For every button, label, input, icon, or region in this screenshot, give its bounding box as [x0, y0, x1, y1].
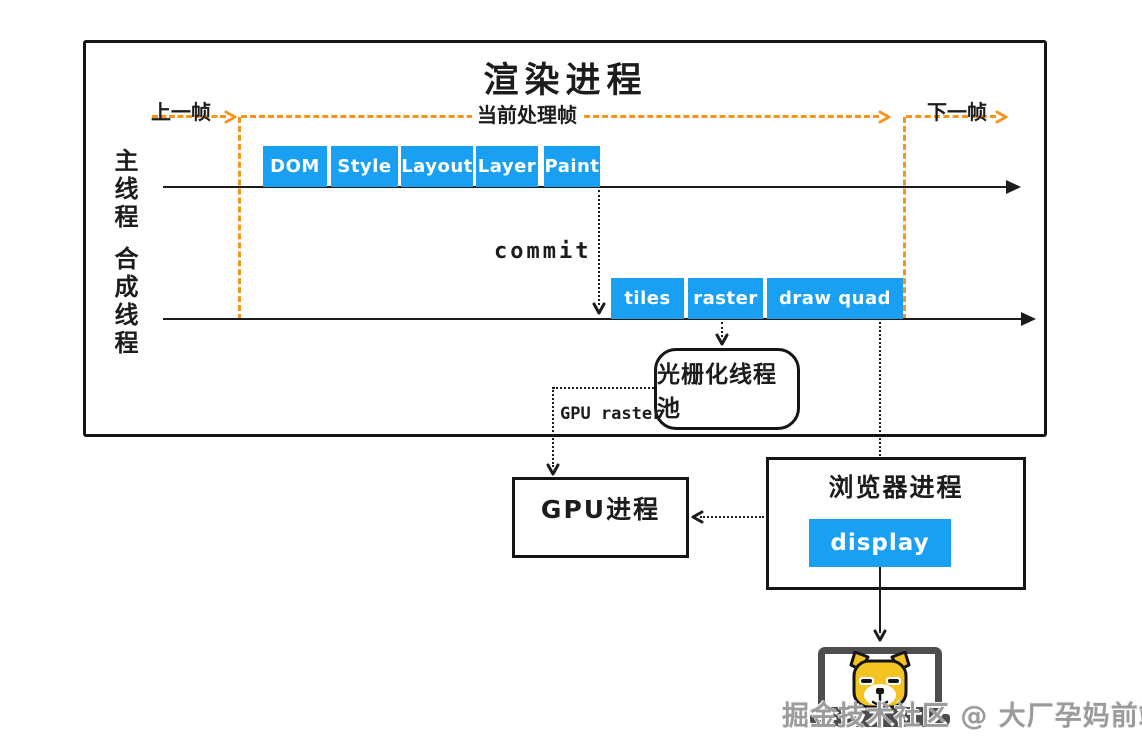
stage-dom: DOM: [263, 146, 327, 187]
prev-frame-dashed-line: [152, 115, 226, 118]
current-frame-label: 当前处理帧: [472, 103, 582, 127]
stage-raster: raster: [688, 278, 763, 319]
browser-process-box: [766, 457, 1026, 590]
stage-draw-quad: draw quad: [767, 278, 903, 319]
frame-boundary-left: [238, 117, 241, 320]
frame-boundary-right: [903, 117, 906, 320]
raster-thread-pool-label: 光栅化线程池: [657, 362, 777, 422]
gpu-raster-label: GPU raster: [560, 404, 663, 424]
stage-tiles: tiles: [611, 278, 684, 319]
laptop-icon: [810, 642, 950, 730]
arrow-down-icon: [591, 300, 607, 316]
prev-frame-label: 上一帧: [151, 100, 211, 124]
next-frame-label: 下一帧: [927, 100, 987, 124]
arrow-down-icon: [872, 627, 888, 643]
display-to-screen-arrow: [879, 567, 881, 633]
pool-to-gpu-dotted-line: [553, 387, 654, 389]
commit-dotted-arrow: [598, 190, 600, 305]
gpu-process-box: [512, 477, 689, 558]
gpu-raster-dotted-line: [552, 387, 554, 467]
render-process-outer-box: [83, 40, 1047, 437]
display-box: display: [809, 519, 951, 567]
arrow-right-icon: [876, 109, 892, 125]
watermark: 掘金技术社区 @ 大厂孕妈前端: [782, 701, 1142, 732]
commit-label: commit: [494, 239, 592, 264]
main-thread-label: 主线程: [110, 148, 138, 232]
arrow-down-icon: [714, 331, 730, 347]
gpu-process-label: GPU进程: [540, 495, 661, 524]
main-thread-timeline: [163, 186, 1008, 188]
browser-to-gpu-dotted-arrow: [700, 516, 764, 518]
arrow-left-icon: [690, 509, 706, 525]
compositor-thread-label: 合成线程: [110, 246, 138, 358]
browser-process-label: 浏览器进程: [828, 473, 964, 502]
stage-layer: Layer: [476, 146, 538, 187]
raster-thread-pool-box: 光栅化线程池: [654, 348, 800, 430]
arrow-right-icon: [993, 109, 1009, 125]
laptop-base: [810, 714, 950, 727]
arrow-right-icon: [1021, 312, 1036, 326]
arrow-right-icon: [222, 109, 238, 125]
stage-style: Style: [331, 146, 398, 187]
stage-layout: Layout: [401, 146, 473, 187]
stage-paint: Paint: [544, 146, 600, 187]
next-frame-dashed-line: [906, 115, 996, 118]
raster-to-pool-dotted-arrow: [721, 322, 723, 337]
compositor-thread-timeline: [163, 318, 1023, 320]
diagram-title: 渲染进程: [483, 61, 648, 101]
arrow-right-icon: [1006, 180, 1021, 194]
drawquad-to-display-dotted-arrow: [879, 322, 881, 508]
shiba-dog-icon: [849, 651, 911, 709]
arrow-down-icon: [545, 461, 561, 477]
